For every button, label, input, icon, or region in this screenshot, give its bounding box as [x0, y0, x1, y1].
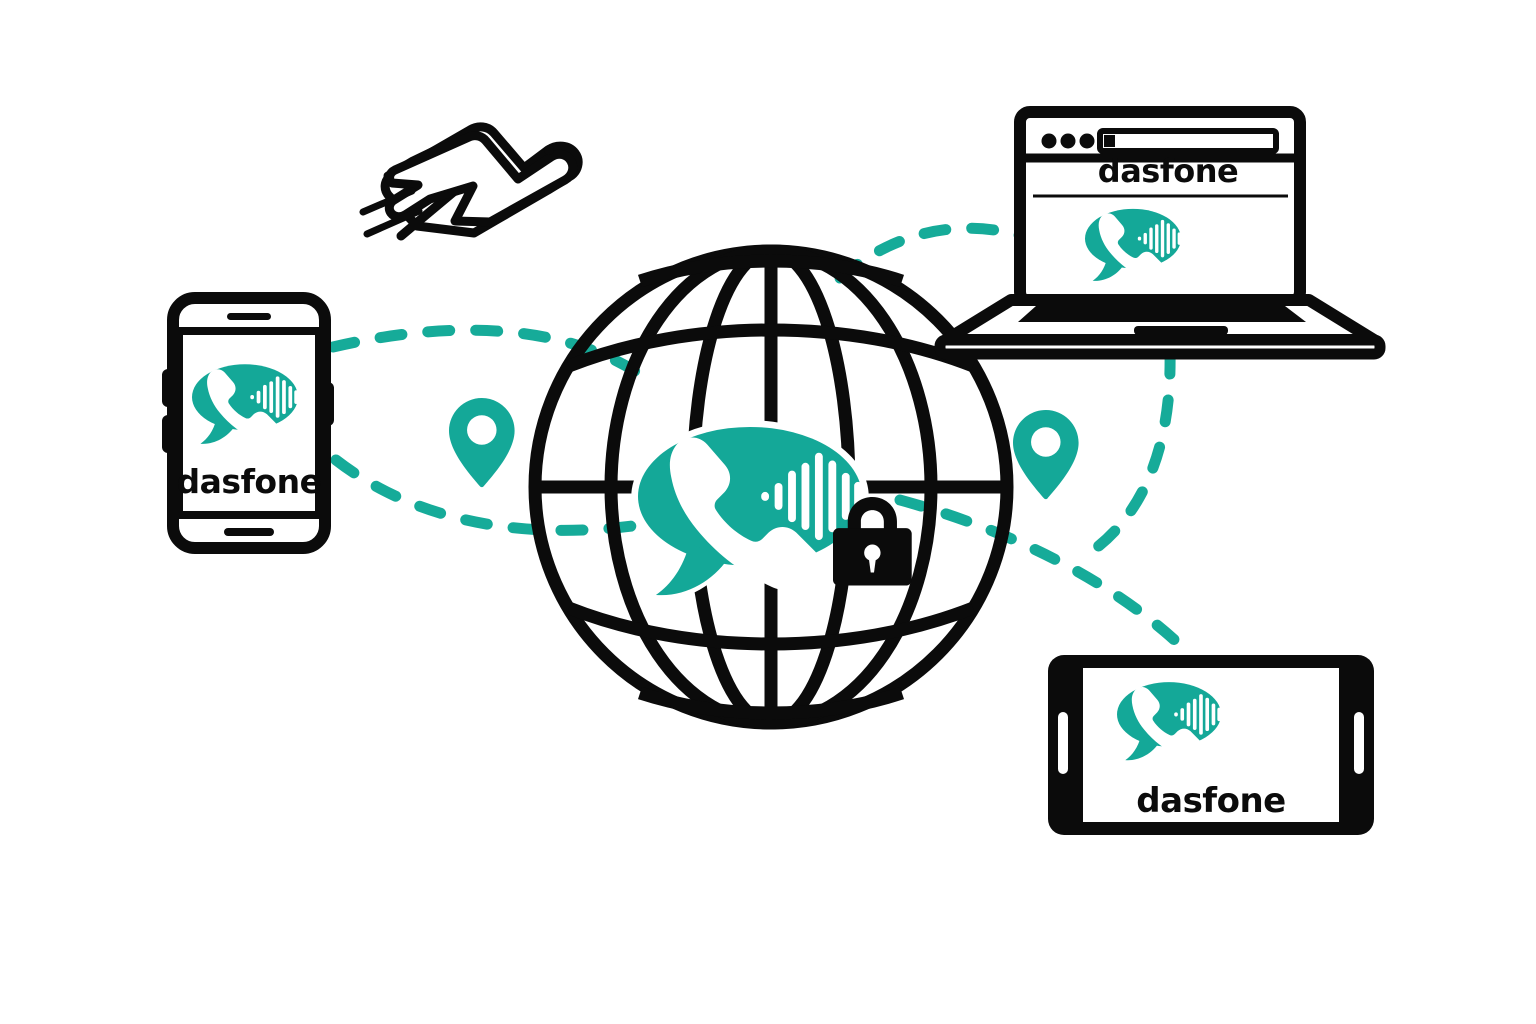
browser-window-dots[interactable] — [1041, 133, 1095, 149]
phone-brand-label: dasfone — [177, 462, 322, 501]
device-tablet[interactable]: dasfone — [1048, 655, 1374, 835]
connection-phone-to-globe-lower — [330, 454, 646, 536]
center-bubble-group — [631, 420, 869, 601]
call-waveform-bubble-icon — [638, 426, 862, 596]
map-pin-right — [1013, 410, 1079, 500]
speed-line-1 — [359, 187, 416, 216]
speed-line-2 — [363, 207, 423, 238]
airplane-icon-body — [359, 131, 578, 238]
phone-home-indicator[interactable] — [224, 528, 274, 536]
tablet-brand-label: dasfone — [1136, 781, 1285, 821]
connection-globe-to-tablet — [894, 494, 1186, 651]
laptop-brand-label: dasfone — [1098, 152, 1238, 190]
tablet-left-button[interactable] — [1058, 712, 1068, 774]
connection-globe-to-laptop — [834, 222, 1028, 284]
device-smartphone[interactable]: dasfone — [162, 292, 334, 554]
map-pin-left — [449, 398, 515, 488]
connection-phone-to-globe-upper — [327, 324, 654, 386]
browser-address-bar-cursor — [1104, 135, 1115, 147]
browser-dot-3 — [1079, 133, 1095, 149]
browser-address-bar[interactable] — [1097, 128, 1279, 154]
laptop-keyboard[interactable] — [1018, 306, 1306, 322]
tablet-screen[interactable] — [1083, 668, 1339, 822]
browser-dot-2 — [1060, 133, 1076, 149]
connection-lines — [327, 222, 1186, 651]
laptop-trackpad[interactable] — [1134, 326, 1228, 335]
connection-laptop-to-tablet — [1079, 346, 1176, 562]
phone-earpiece — [227, 313, 271, 320]
tablet-right-button[interactable] — [1354, 712, 1364, 774]
device-laptop[interactable]: dasfone — [934, 106, 1386, 360]
browser-dot-1 — [1041, 133, 1057, 149]
laptop-foot — [934, 334, 1386, 360]
